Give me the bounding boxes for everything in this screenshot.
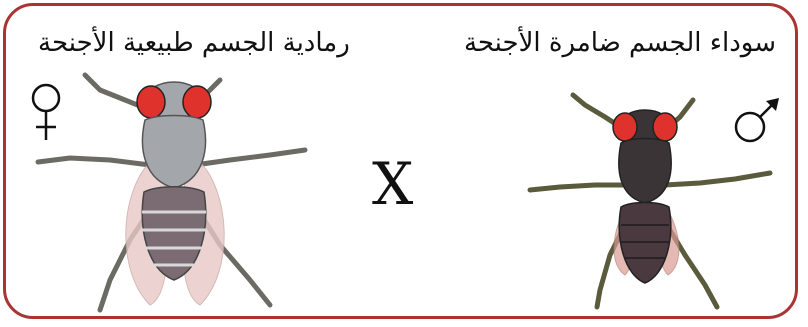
- female-label: رمادية الجسم طبيعية الأجنحة: [38, 28, 350, 58]
- female-right-eye: [183, 86, 211, 118]
- female-left-eye: [137, 86, 165, 118]
- male-left-eye: [613, 113, 637, 141]
- male-right-eye: [653, 113, 677, 141]
- male-label: سوداء الجسم ضامرة الأجنحة: [464, 28, 776, 58]
- male-fly-illustration: [525, 95, 775, 310]
- cross-symbol: X: [372, 150, 413, 218]
- female-fly-illustration: [30, 70, 320, 315]
